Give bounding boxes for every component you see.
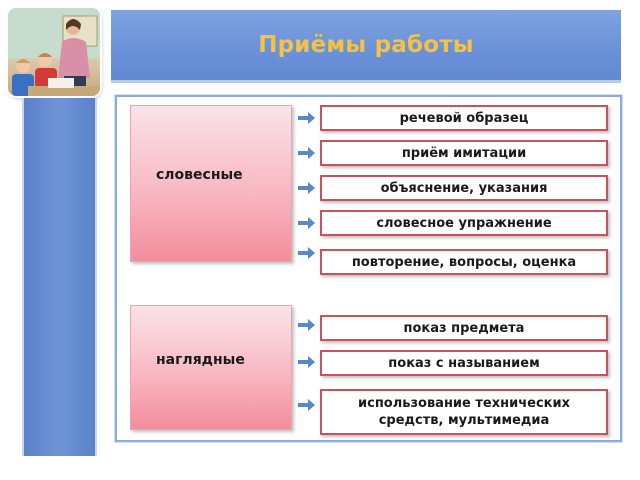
category-box-visual: наглядные <box>130 305 292 430</box>
classroom-photo <box>8 8 100 96</box>
arrow-icon <box>298 147 315 159</box>
slide-title: Приёмы работы <box>258 32 474 58</box>
item-box-object-display: показ предмета <box>320 315 608 341</box>
arrow-icon <box>298 356 315 368</box>
item-box-verbal-exercise: словесное упражнение <box>320 210 608 236</box>
item-box-technical-means: использование технических средств, мульт… <box>320 389 608 435</box>
arrow-icon <box>298 319 315 331</box>
item-box-repetition: повторение, вопросы, оценка <box>320 249 608 275</box>
category-label-verbal: словесные <box>156 167 243 183</box>
arrow-icon <box>298 217 315 229</box>
item-box-explanation: объяснение, указания <box>320 175 608 201</box>
arrow-icon <box>298 247 315 259</box>
side-decor-bar <box>24 98 95 456</box>
arrow-icon <box>298 112 315 124</box>
item-box-speech-sample: речевой образец <box>320 105 608 131</box>
classroom-photo-image <box>8 8 100 96</box>
category-box-verbal: словесные <box>130 105 292 262</box>
title-banner: Приёмы работы <box>111 10 621 80</box>
item-box-display-naming: показ с называнием <box>320 350 608 376</box>
item-box-imitation: приём имитации <box>320 140 608 166</box>
arrow-icon <box>298 399 315 411</box>
arrow-icon <box>298 182 315 194</box>
category-label-visual: наглядные <box>156 352 245 368</box>
